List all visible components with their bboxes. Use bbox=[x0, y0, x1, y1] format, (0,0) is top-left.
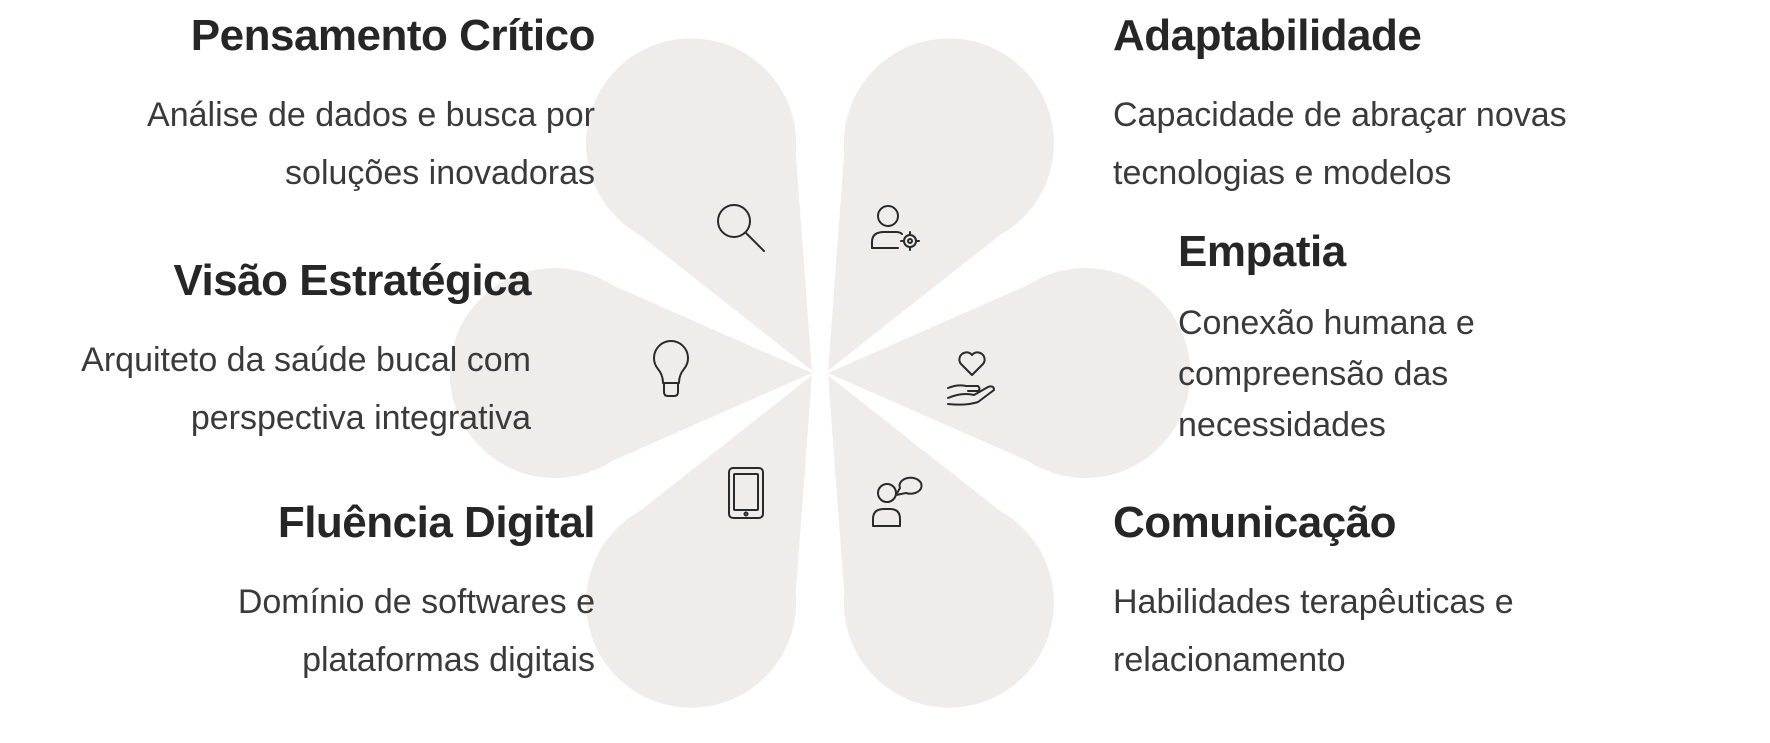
item-fluencia-digital: Fluência Digital Domínio de softwares e … bbox=[75, 497, 596, 689]
item-description-line: Arquiteto da saúde bucal com bbox=[81, 341, 531, 379]
item-description-line: Habilidades terapêuticas e bbox=[1113, 583, 1514, 621]
tablet-icon bbox=[728, 467, 764, 519]
item-comunicacao: Comunicação Habilidades terapêuticas e r… bbox=[1113, 497, 1733, 689]
magnifier-icon bbox=[717, 204, 765, 252]
item-title: Fluência Digital bbox=[277, 498, 596, 547]
item-title: Adaptabilidade bbox=[1113, 11, 1422, 60]
item-description-line: Domínio de softwares e bbox=[237, 583, 595, 621]
item-description-line: soluções inovadoras bbox=[285, 154, 595, 192]
item-pensamento-critico: Pensamento Crítico Análise de dados e bu… bbox=[75, 10, 595, 202]
item-adaptabilidade: Adaptabilidade Capacidade de abraçar nov… bbox=[1113, 10, 1763, 202]
item-description: Capacidade de abraçar novas tecnologias … bbox=[1113, 86, 1763, 202]
item-description: Domínio de softwares e plataformas digit… bbox=[75, 573, 595, 689]
item-description-line: Conexão humana e bbox=[1178, 304, 1475, 342]
item-description-line: plataformas digitais bbox=[302, 641, 595, 679]
item-description-line: compreensão das bbox=[1178, 355, 1449, 393]
item-empatia: Empatia Conexão humana e compreensão das… bbox=[1178, 226, 1698, 451]
item-description: Análise de dados e busca por soluções in… bbox=[75, 86, 595, 202]
user-speech-icon bbox=[872, 476, 923, 527]
heart-hand-icon bbox=[947, 351, 995, 406]
item-title: Visão Estratégica bbox=[173, 256, 531, 305]
lightbulb-icon bbox=[653, 340, 689, 397]
item-description-line: Capacidade de abraçar novas bbox=[1113, 96, 1567, 134]
item-description-line: Análise de dados e busca por bbox=[147, 96, 595, 134]
item-description-line: necessidades bbox=[1178, 406, 1386, 444]
item-description-line: tecnologias e modelos bbox=[1113, 154, 1452, 192]
item-description-line: relacionamento bbox=[1113, 641, 1346, 679]
item-title: Pensamento Crítico bbox=[190, 11, 596, 60]
item-description: Habilidades terapêuticas e relacionament… bbox=[1113, 573, 1733, 689]
item-description-line: perspectiva integrativa bbox=[190, 399, 531, 437]
item-title: Comunicação bbox=[1113, 498, 1397, 547]
item-description: Conexão humana e compreensão das necessi… bbox=[1178, 298, 1698, 451]
item-visao-estrategica: Visão Estratégica Arquiteto da saúde buc… bbox=[11, 255, 531, 447]
item-description: Arquiteto da saúde bucal com perspectiva… bbox=[11, 331, 531, 447]
user-gear-icon bbox=[871, 205, 920, 251]
item-title: Empatia bbox=[1178, 227, 1346, 276]
